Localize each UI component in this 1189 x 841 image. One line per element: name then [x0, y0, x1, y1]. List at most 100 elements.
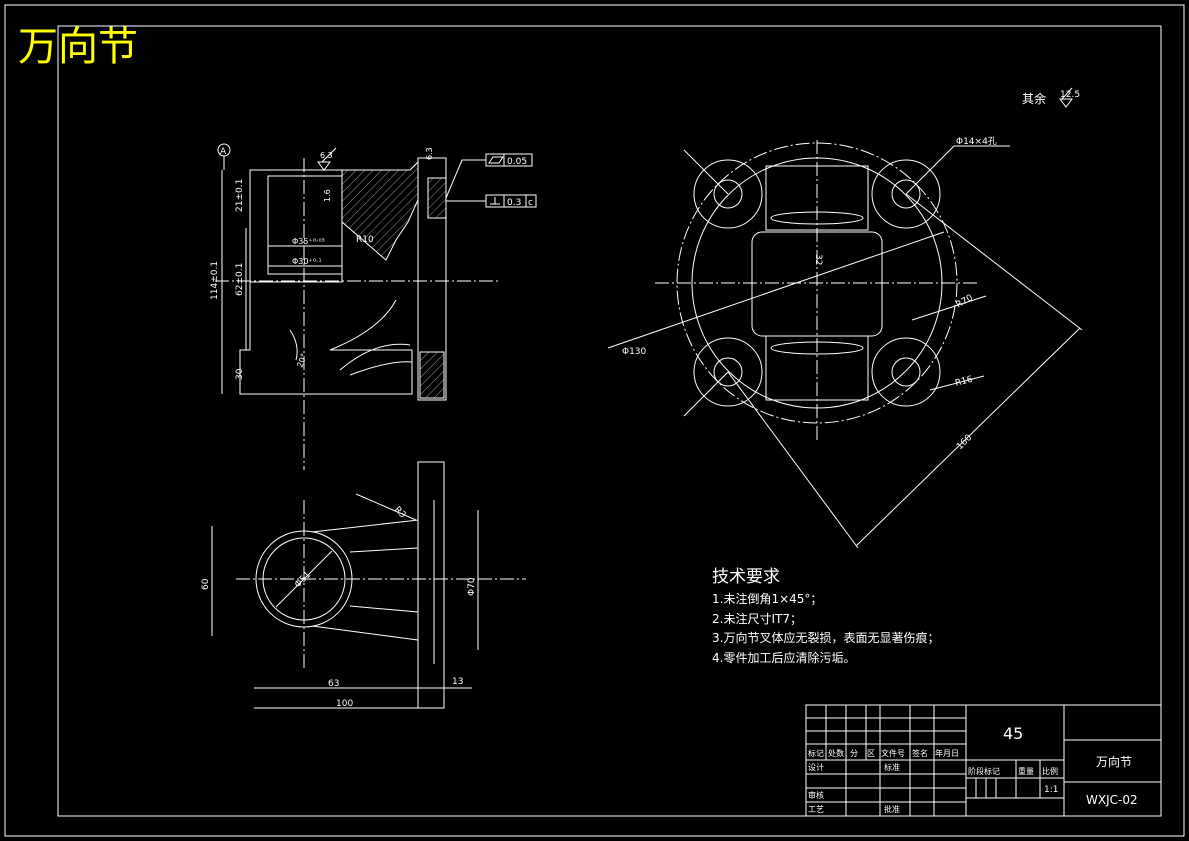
yoke-slot-top — [770, 211, 864, 225]
tb-col-count: 处数 — [828, 748, 844, 758]
dim-114: 114±0.1 — [210, 261, 220, 300]
tech-req-item: 1.未注倒角1×45°； — [712, 591, 822, 606]
yoke-top — [765, 165, 869, 231]
boss-outer — [255, 530, 353, 628]
tol-flatness-frame: 0.05 — [445, 153, 533, 199]
dim-r70-leader — [911, 295, 987, 321]
page-title: 万向节 — [18, 24, 138, 70]
dim-160-line — [855, 327, 1081, 547]
roughness-note: 其余 12.5 — [1022, 87, 1080, 108]
tech-req-item: 3.万向节叉体应无裂损，表面无显著伤痕； — [712, 630, 939, 645]
dim-160-ext1 — [905, 193, 1083, 331]
tech-req-item: 2.未注尺寸IT7； — [712, 611, 802, 626]
web-hatched — [341, 160, 419, 261]
flange-hatch-top — [427, 177, 447, 219]
tb-part-name: 万向节 — [1096, 754, 1132, 769]
dim-63: 63 — [328, 679, 339, 689]
dim-r16: R16 — [954, 375, 974, 389]
lug-br — [871, 337, 941, 407]
tb-col-sign: 签名 — [912, 748, 928, 758]
dim-r3-leader — [355, 493, 417, 521]
boss-inner — [262, 537, 346, 621]
tb-material: 45 — [1003, 724, 1023, 743]
tb-row-design: 设计 — [808, 762, 824, 772]
roughness-top-right: 6.3 — [425, 147, 434, 160]
dim-d35: Φ35⁺⁰·⁰³ — [292, 237, 325, 246]
arm-lower — [311, 605, 419, 641]
tb-scale-label: 比例 — [1042, 766, 1058, 776]
tech-req-item: 4.零件加工后应清除污垢。 — [712, 650, 855, 665]
tech-req-heading: 技术要求 — [712, 567, 780, 587]
tb-col-area: 区 — [867, 749, 875, 758]
dim-d51-line — [275, 550, 333, 608]
diag-ref-1 — [683, 149, 729, 195]
dim-d14-leader — [905, 145, 955, 195]
tb-row-standard: 标准 — [884, 762, 900, 772]
tb-col-mark: 标记 — [808, 748, 824, 758]
tb-row-review: 审核 — [808, 790, 824, 800]
dim-d130: Φ130 — [622, 347, 647, 357]
web-lower — [339, 343, 413, 376]
flange-outline — [417, 157, 447, 401]
dim-d130-line — [607, 231, 945, 349]
roughness-side: 1.6 — [323, 189, 332, 202]
section-view: 114±0.1 62±0.1 21±0.1 30 Φ35⁺⁰·⁰³ Φ30⁺⁰·… — [210, 143, 537, 470]
dim-r70: R70 — [955, 293, 976, 311]
dim-d14: Φ14×4孔 — [956, 136, 997, 147]
dim-100: 100 — [336, 699, 353, 709]
roughness-symbol — [1059, 87, 1073, 108]
dim-160-ext2 — [727, 371, 859, 549]
lug-tl — [693, 159, 763, 229]
dim-13: 13 — [452, 677, 463, 687]
dim-160: 160 — [955, 433, 974, 452]
yoke-bottom — [765, 335, 869, 401]
flange-hatch-bottom — [419, 351, 445, 399]
arm-upper — [311, 519, 419, 553]
tol-perp-datum: c — [528, 198, 533, 208]
dim-32: 32 — [813, 254, 823, 265]
flange-circle — [691, 157, 943, 409]
tol-perp-frame: 0.3 c — [446, 194, 537, 208]
tb-col-zone: 分 — [850, 749, 858, 758]
hole-br — [891, 357, 921, 387]
dim-20-arc — [289, 329, 298, 361]
tb-row-process: 工艺 — [808, 805, 824, 814]
tol-perpendicular: 0.3 — [507, 198, 521, 208]
dim-r10: R10 — [356, 235, 374, 245]
lug-bl — [693, 337, 763, 407]
bolt-circle — [676, 142, 958, 424]
title-block-left-grid — [806, 705, 966, 816]
roughness-note-label: 其余 — [1022, 91, 1046, 106]
outer-border — [4, 4, 1185, 837]
tol-flatness: 0.05 — [507, 157, 527, 167]
perpendicular-icon — [490, 197, 500, 205]
lug-tr — [871, 159, 941, 229]
dim-30: 30 — [235, 368, 245, 380]
plan-view: 60 Φ70 Φ51 R3 63 13 100 — [201, 461, 526, 709]
roughness-top: 6.3 — [320, 151, 333, 160]
hole-tr — [891, 179, 921, 209]
yoke-slot-bottom — [770, 341, 864, 355]
hole-tl — [713, 179, 743, 209]
datum-label: A — [220, 147, 227, 157]
flatness-icon — [488, 156, 504, 164]
hole-bl — [713, 357, 743, 387]
tb-drawing-no: WXJC-02 — [1086, 793, 1138, 807]
tech-requirements: 技术要求 1.未注倒角1×45°； 2.未注尺寸IT7； 3.万向节叉体应无裂损… — [712, 567, 939, 665]
dim-d30: Φ30⁺⁰·¹ — [292, 257, 322, 266]
dim-d70: Φ70 — [467, 577, 477, 596]
bore-inner — [267, 175, 343, 275]
tb-col-doc: 文件号 — [881, 748, 905, 758]
roughness-note-value: 12.5 — [1060, 90, 1080, 100]
tb-row-approve: 批准 — [884, 804, 900, 814]
inner-border — [57, 25, 1162, 817]
tb-col-date: 年月日 — [935, 748, 959, 758]
tb-stage-mark: 阶段标记 — [968, 766, 1000, 776]
end-view: Φ130 Φ14×4孔 R70 R16 32 160 — [607, 136, 1083, 549]
dim-60: 60 — [201, 578, 211, 590]
plan-flange — [417, 461, 445, 709]
tb-weight: 重量 — [1018, 766, 1034, 776]
title-block: 45 万向节 WXJC-02 标记 处数 分 区 文件号 签名 年月日 设计 标… — [805, 704, 1162, 817]
dim-21: 21±0.1 — [235, 179, 245, 212]
